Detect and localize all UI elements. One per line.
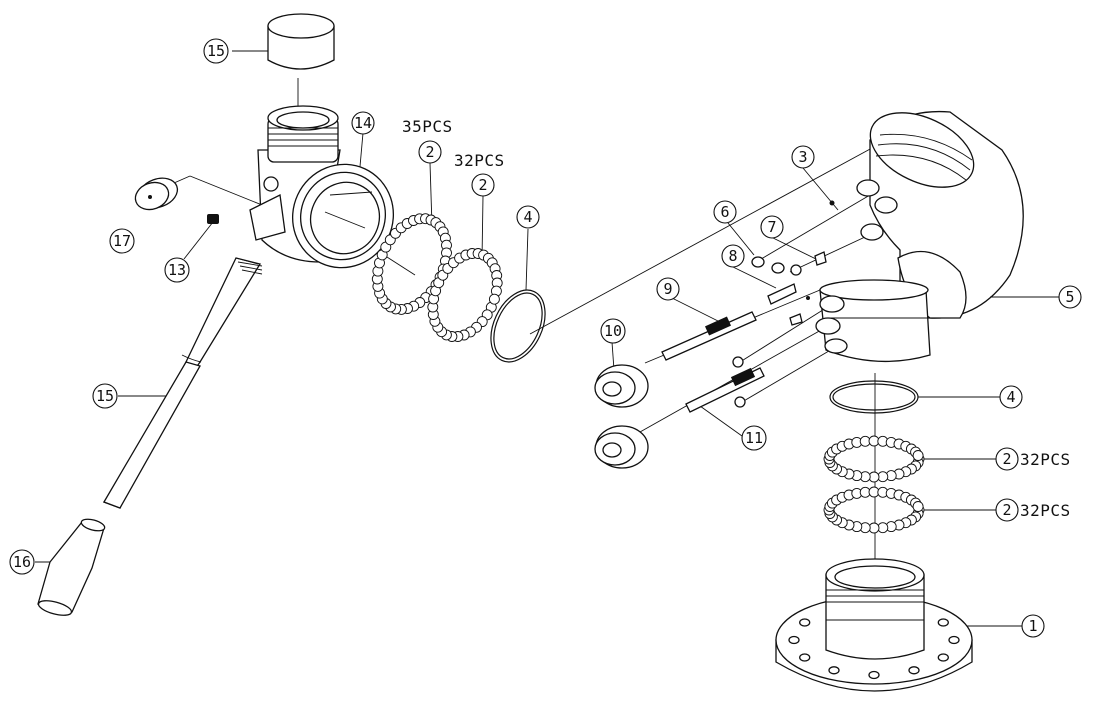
ball xyxy=(912,450,924,461)
bolt-hole xyxy=(868,670,880,680)
part-shafts xyxy=(661,311,765,413)
part-o-ring-lower xyxy=(829,380,919,414)
svg-text:32PCS: 32PCS xyxy=(454,151,505,170)
part-small-fasteners xyxy=(751,200,835,326)
bolt-hole xyxy=(799,653,811,662)
bolt-hole xyxy=(828,666,840,675)
svg-text:15: 15 xyxy=(207,42,225,60)
svg-text:11: 11 xyxy=(745,429,763,447)
bolt-hole xyxy=(908,666,920,675)
svg-text:8: 8 xyxy=(728,247,737,265)
bolt-hole xyxy=(948,635,960,645)
part-plug xyxy=(207,214,219,224)
svg-text:14: 14 xyxy=(354,114,372,132)
callout-2-32pcs-lower-1: 2 32PCS xyxy=(995,447,1071,471)
svg-text:16: 16 xyxy=(13,553,31,571)
part-o-ring-upper xyxy=(490,289,546,363)
callout-13: 15 xyxy=(203,38,229,64)
ball-ring-32pcs-lower-1 xyxy=(823,435,925,483)
part-valve-body xyxy=(249,105,395,269)
svg-text:2: 2 xyxy=(1002,501,1011,519)
svg-text:2: 2 xyxy=(1002,450,1011,468)
callout-8: 8 xyxy=(721,244,745,268)
part-handwheels xyxy=(594,364,649,469)
svg-text:35PCS: 35PCS xyxy=(402,117,453,136)
callout-14: 13 xyxy=(164,257,190,283)
bolt-hole xyxy=(788,635,800,645)
part-cap xyxy=(267,13,335,70)
callout-10: 10 xyxy=(600,318,626,344)
svg-text:10: 10 xyxy=(604,322,622,340)
callout-7: 7 xyxy=(760,215,784,239)
callout-2-32pcs-upper: 32PCS 2 xyxy=(454,151,505,197)
callout-2-35pcs: 35PCS 2 xyxy=(402,117,453,164)
part-gauge xyxy=(134,177,179,211)
svg-text:6: 6 xyxy=(720,203,729,221)
leader-lines xyxy=(35,50,1022,627)
svg-text:9: 9 xyxy=(663,280,672,298)
svg-text:32PCS: 32PCS xyxy=(1020,450,1071,469)
ball-ring-32pcs-lower-2 xyxy=(823,486,925,534)
part-nozzle xyxy=(37,518,106,616)
ball-ring-32pcs-upper xyxy=(427,248,503,342)
callout-15: 15 xyxy=(92,383,118,409)
svg-text:4: 4 xyxy=(1006,388,1015,406)
svg-text:1: 1 xyxy=(1028,617,1037,635)
callout-4-upper: 4 xyxy=(516,205,540,229)
callout-5: 5 xyxy=(1058,285,1082,309)
callout-6: 6 xyxy=(713,200,737,224)
svg-text:7: 7 xyxy=(767,218,776,236)
part-flange xyxy=(775,558,973,692)
part-pipe xyxy=(102,257,263,509)
callout-17: 17 xyxy=(109,228,135,254)
callout-2-32pcs-lower-2: 2 32PCS xyxy=(995,498,1071,522)
svg-text:4: 4 xyxy=(523,208,532,226)
callout-16: 16 xyxy=(9,549,35,575)
callout-4-lower: 4 xyxy=(999,385,1023,409)
svg-text:5: 5 xyxy=(1065,288,1074,306)
callout-9: 9 xyxy=(656,277,680,301)
part-elbow xyxy=(815,110,1024,363)
bolt-hole xyxy=(799,618,811,627)
ball xyxy=(912,501,924,512)
svg-text:17: 17 xyxy=(113,232,131,250)
svg-text:2: 2 xyxy=(425,143,434,161)
svg-text:32PCS: 32PCS xyxy=(1020,501,1071,520)
bolt-hole xyxy=(937,618,949,627)
svg-text:3: 3 xyxy=(798,148,807,166)
callout-3: 3 xyxy=(791,145,815,169)
callout-12: 14 xyxy=(351,111,375,135)
svg-text:13: 13 xyxy=(168,261,186,279)
callout-11: 11 xyxy=(741,425,767,451)
bolt-hole xyxy=(937,653,949,662)
callout-1: 1 xyxy=(1021,614,1045,638)
svg-text:2: 2 xyxy=(478,176,487,194)
svg-text:15: 15 xyxy=(96,387,114,405)
ball xyxy=(488,293,500,305)
